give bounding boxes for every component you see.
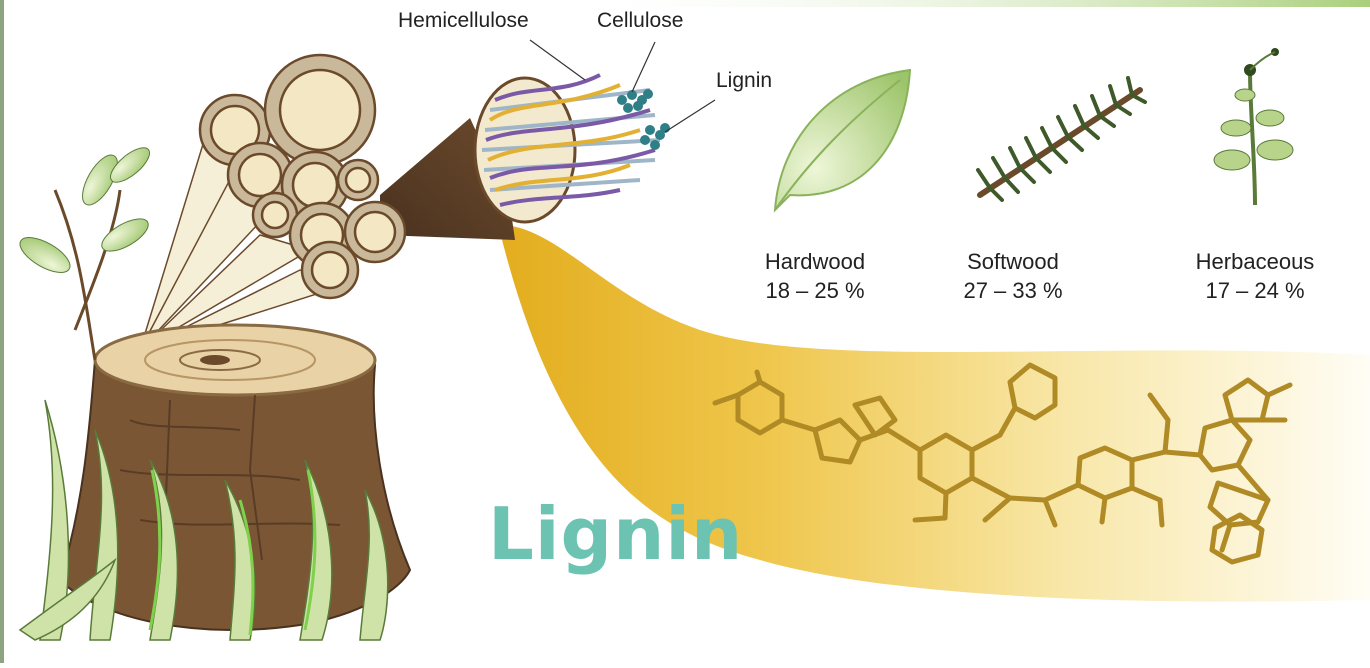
hardwood-leaf-icon xyxy=(775,70,910,210)
left-edge-strip xyxy=(0,0,4,663)
herbaceous-plant-icon xyxy=(1214,48,1293,205)
lignin-pointer xyxy=(665,100,715,132)
plant-type-name: Herbaceous xyxy=(1175,247,1335,276)
plant-type-herbaceous: Herbaceous 17 – 24 % xyxy=(1175,247,1335,305)
plant-type-name: Hardwood xyxy=(740,247,890,276)
hemicellulose-pointer xyxy=(530,40,585,80)
label-cellulose: Cellulose xyxy=(597,9,683,33)
softwood-branch-icon xyxy=(978,78,1145,200)
cellulose-pointer xyxy=(632,42,655,92)
plant-type-softwood: Softwood 27 – 33 % xyxy=(938,247,1088,305)
plant-type-hardwood: Hardwood 18 – 25 % xyxy=(740,247,890,305)
label-hemicellulose: Hemicellulose xyxy=(398,9,529,33)
fiber-bundle-icon xyxy=(475,75,670,222)
plant-type-name: Softwood xyxy=(938,247,1088,276)
plant-type-range: 18 – 25 % xyxy=(740,276,890,305)
plant-type-range: 27 – 33 % xyxy=(938,276,1088,305)
top-accent-bar xyxy=(560,0,1370,7)
wood-cells-icon xyxy=(200,55,405,298)
sapling-icon xyxy=(15,142,155,360)
label-lignin-part: Lignin xyxy=(716,69,772,93)
title-lignin: Lignin xyxy=(488,492,743,576)
plant-type-range: 17 – 24 % xyxy=(1175,276,1335,305)
